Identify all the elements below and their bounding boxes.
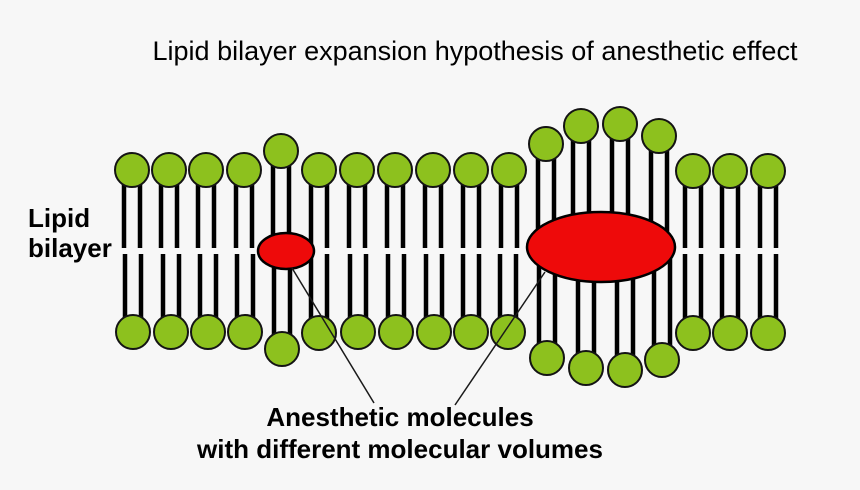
lipid-head (528, 126, 564, 162)
pointer-line (454, 271, 546, 406)
lipid-head (151, 152, 187, 188)
lipid-head (416, 314, 452, 350)
lipid-bilayer-label: Lipid bilayer (28, 203, 112, 263)
lipid-head (188, 152, 224, 188)
lipid-head (602, 106, 638, 142)
anesthetic-molecule-small (256, 231, 316, 271)
lipid-head (750, 315, 786, 351)
lipid-bilayer-label-line1: Lipid (28, 203, 91, 233)
lipid-head (301, 152, 337, 188)
lipid-head (226, 152, 262, 188)
lipid-head (264, 331, 300, 367)
pointer-line (291, 267, 375, 404)
lipid-head (568, 350, 604, 386)
lipid-head (675, 153, 711, 189)
lipid-head (712, 315, 748, 351)
lipid-head (529, 340, 565, 376)
lipid-head (339, 152, 375, 188)
lipid-head (607, 352, 643, 388)
lipid-bilayer-label-line2: bilayer (28, 233, 112, 263)
lipid-head (453, 152, 489, 188)
caption-line2: with different molecular volumes (197, 434, 603, 464)
anesthetic-molecules-caption: Anesthetic molecules with different mole… (0, 401, 800, 465)
lipid-head (153, 314, 189, 350)
lipid-head (340, 314, 376, 350)
lipid-head (491, 152, 527, 188)
lipid-head (644, 342, 680, 378)
lipid-head (377, 152, 413, 188)
lipid-head (563, 108, 599, 144)
lipid-head (301, 315, 337, 351)
lipid-head (190, 314, 226, 350)
anesthetic-molecule-large (525, 210, 677, 284)
lipid-head (641, 118, 677, 154)
lipid-head (453, 314, 489, 350)
lipid-head (750, 153, 786, 189)
lipid-head (114, 152, 150, 188)
lipid-head (227, 314, 263, 350)
lipid-head (712, 153, 748, 189)
diagram-title: Lipid bilayer expansion hypothesis of an… (152, 36, 798, 66)
lipid-head (378, 314, 414, 350)
caption-line1: Anesthetic molecules (266, 402, 534, 432)
lipid-head (263, 133, 299, 169)
lipid-head (115, 314, 151, 350)
lipid-head (415, 152, 451, 188)
lipid-head (675, 315, 711, 351)
